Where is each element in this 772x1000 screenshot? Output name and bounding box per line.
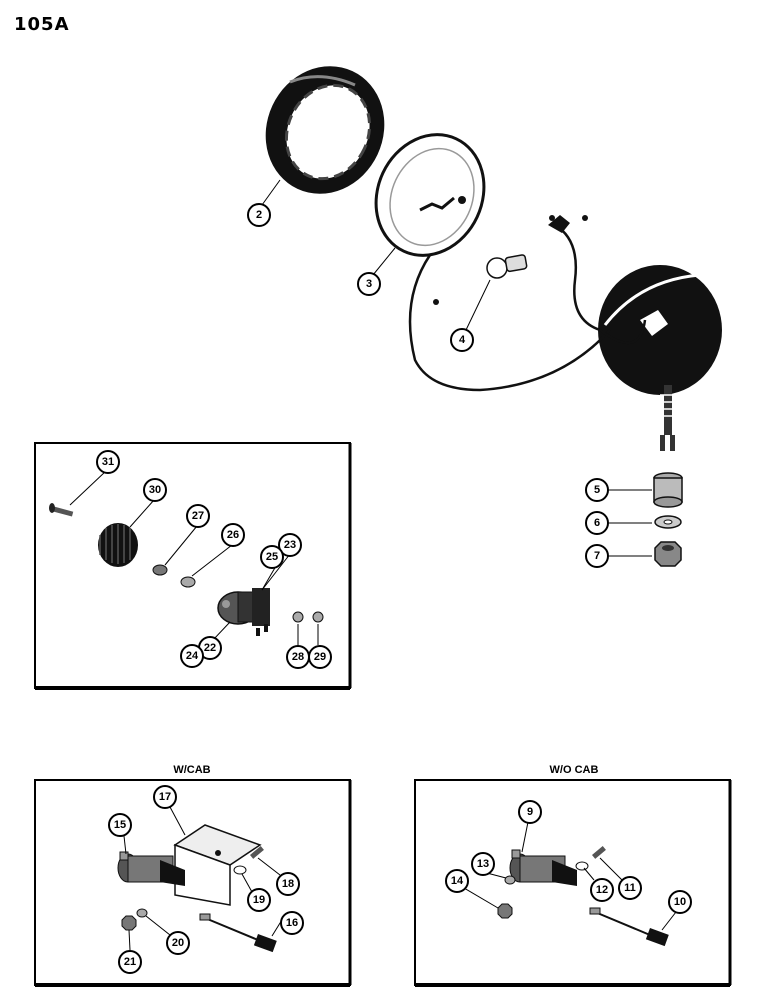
connector-without-cab xyxy=(589,907,669,947)
callout-27: 27 xyxy=(186,504,210,528)
svg-text:17: 17 xyxy=(159,791,171,803)
mounting-bracket xyxy=(173,824,262,906)
with-cab-label: W/CAB xyxy=(173,764,211,776)
svg-text:24: 24 xyxy=(186,650,199,662)
callout-22: 22 xyxy=(198,636,222,660)
callout-16: 16 xyxy=(280,911,304,935)
lamp-rim xyxy=(265,66,385,194)
svg-text:22: 22 xyxy=(204,642,216,654)
callout-21: 21 xyxy=(118,950,142,974)
callout-15: 15 xyxy=(108,813,132,837)
callout-23: 23 xyxy=(278,533,302,557)
switch-knob xyxy=(98,523,138,567)
callout-7: 7 xyxy=(585,544,609,568)
svg-text:19: 19 xyxy=(253,894,265,906)
svg-text:10: 10 xyxy=(674,896,686,908)
knob-screw xyxy=(49,503,74,517)
callout-6: 6 xyxy=(585,511,609,535)
switch-washer xyxy=(180,576,196,588)
callout-30: 30 xyxy=(143,478,167,502)
svg-text:26: 26 xyxy=(227,529,239,541)
callout-18: 18 xyxy=(276,872,300,896)
svg-text:4: 4 xyxy=(459,334,466,346)
callout-11: 11 xyxy=(618,876,642,900)
connector-with-cab xyxy=(199,913,277,953)
lamp-lens xyxy=(374,133,486,257)
svg-text:9: 9 xyxy=(527,806,533,818)
switch-nut xyxy=(152,564,168,576)
svg-text:15: 15 xyxy=(114,819,126,831)
svg-text:30: 30 xyxy=(149,484,161,496)
wire-harness xyxy=(408,254,611,392)
lamp-nut xyxy=(654,541,682,567)
svg-text:23: 23 xyxy=(284,539,296,551)
callout-20: 20 xyxy=(166,931,190,955)
callout-25: 25 xyxy=(260,545,284,569)
light-switch xyxy=(217,588,270,636)
svg-text:25: 25 xyxy=(266,551,278,563)
svg-text:18: 18 xyxy=(282,878,294,890)
callout-10: 10 xyxy=(668,890,692,914)
callout-14: 14 xyxy=(445,869,469,893)
svg-text:20: 20 xyxy=(172,937,184,949)
svg-text:2: 2 xyxy=(256,209,262,221)
svg-text:31: 31 xyxy=(102,456,114,468)
svg-text:16: 16 xyxy=(286,917,298,929)
callout-13: 13 xyxy=(471,852,495,876)
callout-12: 12 xyxy=(590,878,614,902)
callout-26: 26 xyxy=(221,523,245,547)
callout-24: 24 xyxy=(180,644,204,668)
svg-text:13: 13 xyxy=(477,858,489,870)
socket-without-cab xyxy=(509,849,577,886)
lamp-housing xyxy=(598,265,722,451)
callout-9: 9 xyxy=(518,800,542,824)
callout-2: 2 xyxy=(247,203,271,227)
svg-text:29: 29 xyxy=(314,651,326,663)
svg-text:21: 21 xyxy=(124,956,136,968)
terminal-nut-b xyxy=(312,611,324,623)
without-cab-label: W/O CAB xyxy=(549,764,599,776)
callout-28: 28 xyxy=(286,645,310,669)
svg-text:6: 6 xyxy=(594,517,600,529)
lamp-bulb xyxy=(486,254,528,279)
callout-4: 4 xyxy=(450,328,474,352)
terminal-nut-a xyxy=(292,611,304,623)
callout-31: 31 xyxy=(96,450,120,474)
page-title: 105A xyxy=(14,14,70,35)
svg-text:14: 14 xyxy=(451,875,464,887)
svg-text:28: 28 xyxy=(292,651,304,663)
svg-text:5: 5 xyxy=(594,484,600,496)
svg-text:11: 11 xyxy=(624,882,636,894)
callout-5: 5 xyxy=(585,478,609,502)
callout-17: 17 xyxy=(153,785,177,809)
svg-text:27: 27 xyxy=(192,510,204,522)
callout-29: 29 xyxy=(308,645,332,669)
svg-text:7: 7 xyxy=(594,550,600,562)
callout-3: 3 xyxy=(357,272,381,296)
svg-text:12: 12 xyxy=(596,884,608,896)
lamp-washer xyxy=(654,515,682,529)
callout-19: 19 xyxy=(247,888,271,912)
socket-with-cab xyxy=(117,851,185,886)
lamp-spacer xyxy=(653,472,683,508)
svg-text:3: 3 xyxy=(366,278,372,290)
